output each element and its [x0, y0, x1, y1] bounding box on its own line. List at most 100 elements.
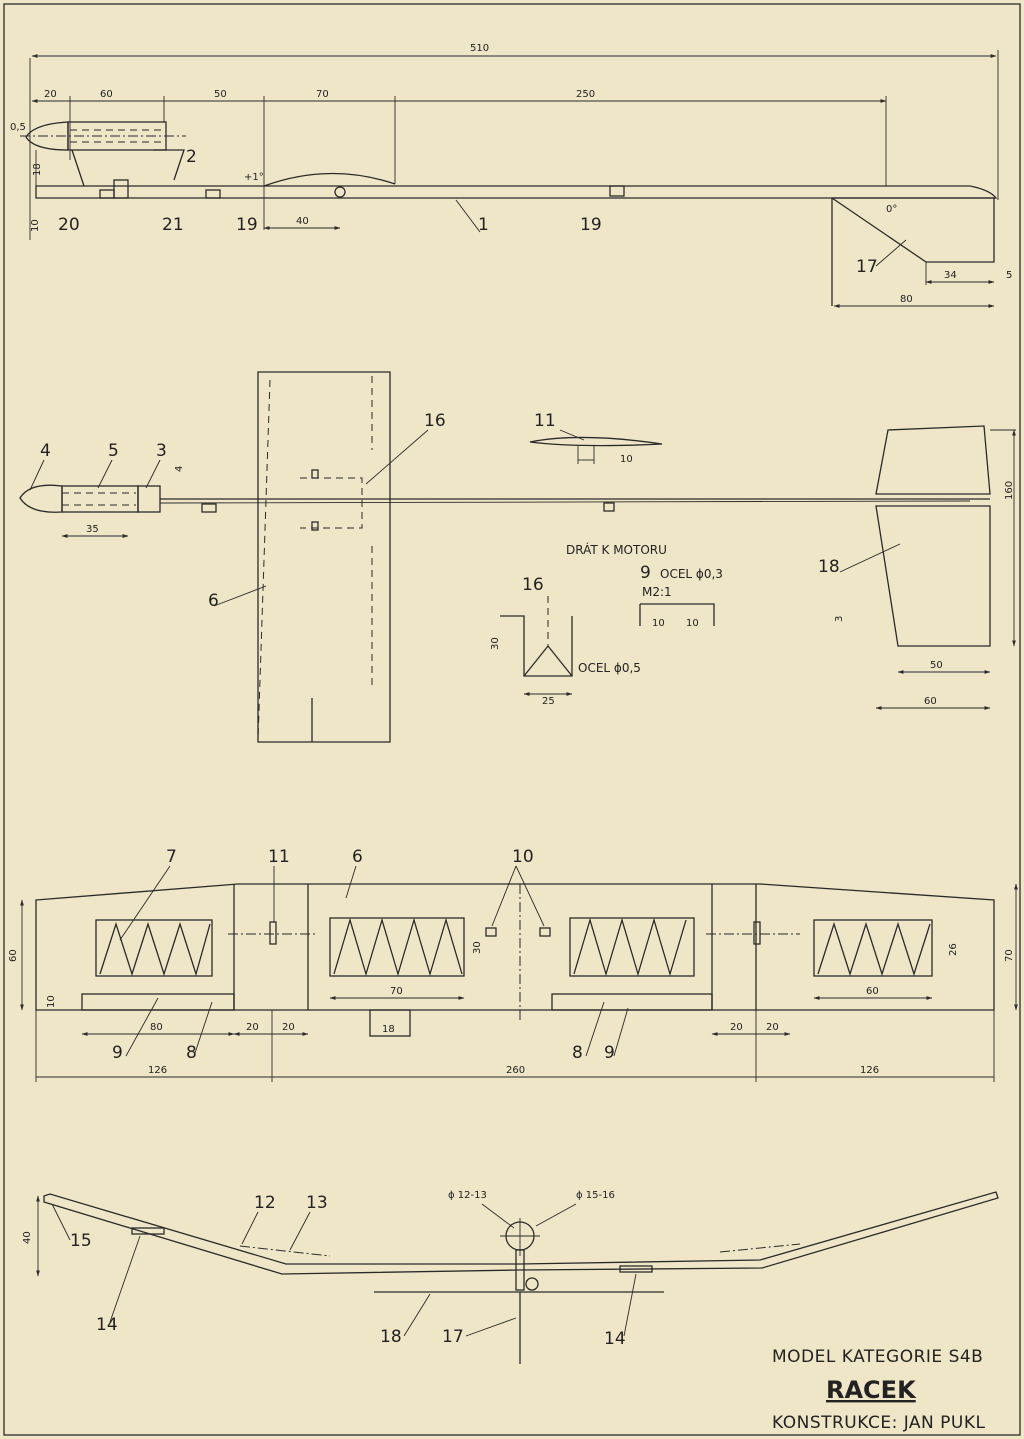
label-part-18-front: 18 — [380, 1327, 402, 1347]
note-wire-to-motor: DRÁT K MOTORU — [566, 542, 667, 557]
label-part-18-top: 18 — [818, 557, 840, 577]
label-part-8-left: 8 — [186, 1043, 197, 1063]
truss-bay-3 — [569, 917, 695, 977]
dim-20c: 20 — [730, 1022, 743, 1033]
dim-35: 35 — [86, 524, 99, 535]
block-19a — [205, 189, 221, 199]
dim-dia-15-16: ϕ 15-16 — [576, 1190, 615, 1201]
label-part-11-wing: 11 — [268, 847, 290, 867]
dim-dia-12-13: ϕ 12-13 — [448, 1190, 487, 1201]
title-block: MODEL KATEGORIE S4B RACEK KONSTRUKCE: JA… — [772, 1347, 986, 1433]
dim-50: 50 — [214, 89, 227, 100]
label-part-13: 13 — [306, 1193, 328, 1213]
side-view: 510 20 60 50 70 250 0,5 +1° 0° — [10, 43, 1012, 308]
block-21 — [113, 179, 129, 199]
dim-40: 40 — [296, 216, 309, 227]
label-part-9-detail: 9 — [640, 563, 651, 583]
dim-3: 3 — [834, 616, 845, 622]
dim-20a: 20 — [246, 1022, 259, 1033]
title-category: MODEL KATEGORIE S4B — [772, 1347, 983, 1367]
dim-10b: 10 — [686, 618, 699, 629]
label-part-9-right: 9 — [604, 1043, 615, 1063]
label-part-12: 12 — [254, 1193, 276, 1213]
dim-0-5: 0,5 — [10, 122, 26, 133]
fuselage-boom — [35, 185, 998, 199]
dim-60: 60 — [100, 89, 113, 100]
label-part-16-top: 16 — [424, 411, 446, 431]
label-part-15: 15 — [70, 1231, 92, 1251]
title-model-name: RACEK — [826, 1376, 917, 1404]
dim-60-bay: 60 — [866, 986, 879, 997]
label-part-5: 5 — [108, 441, 119, 461]
label-part-17-front: 17 — [442, 1327, 464, 1347]
note-scale: M2:1 — [642, 585, 672, 599]
dim-160: 160 — [1004, 481, 1015, 500]
dim-20: 20 — [44, 89, 57, 100]
vertical-fin — [831, 197, 995, 306]
dim-70-bay: 70 — [390, 986, 403, 997]
dim-4-top: 4 — [174, 466, 185, 472]
dim-26-bay: 26 — [948, 943, 959, 956]
label-part-6-wing: 6 — [352, 847, 363, 867]
wire-detail-16 — [500, 615, 573, 677]
dim-10a: 10 — [652, 618, 665, 629]
pylon — [71, 149, 185, 187]
dim-18: 18 — [32, 163, 43, 176]
label-part-14-right: 14 — [604, 1329, 626, 1349]
title-designer: KONSTRUKCE: JAN PUKL — [772, 1413, 986, 1433]
dim-20b: 20 — [282, 1022, 295, 1033]
label-part-14-left: 14 — [96, 1315, 118, 1335]
block-19b — [609, 185, 625, 197]
wing-hinge — [334, 186, 346, 198]
label-part-17-side: 17 — [856, 257, 878, 277]
pylon-front — [515, 1249, 525, 1291]
angle-tail: 0° — [886, 204, 897, 215]
dim-40-dihedral: 40 — [22, 1231, 33, 1244]
dim-25: 25 — [542, 696, 555, 707]
label-part-21: 21 — [162, 215, 184, 235]
label-part-1: 1 — [478, 215, 489, 235]
truss-bay-1 — [95, 919, 213, 977]
label-part-11-section: 11 — [534, 411, 556, 431]
dim-30: 30 — [490, 637, 501, 650]
dim-60-stab: 60 — [924, 696, 937, 707]
label-part-7: 7 — [166, 847, 177, 867]
spar-strip-right — [551, 993, 713, 1011]
front-view: 40 ϕ 12-13 ϕ 15-16 12 13 15 14 14 18 17 — [22, 1190, 999, 1364]
label-part-9-left: 9 — [112, 1043, 123, 1063]
note-steel-0-5: OCEL ϕ0,5 — [578, 661, 641, 675]
angle-wing: +1° — [244, 172, 264, 183]
dim-10-section: 10 — [620, 454, 633, 465]
label-part-4: 4 — [40, 441, 51, 461]
wing-panel-top — [257, 371, 391, 743]
dim-overall-length: 510 — [470, 43, 489, 54]
dim-80-spar: 80 — [150, 1022, 163, 1033]
truss-bay-2 — [329, 917, 465, 977]
label-part-10: 10 — [512, 847, 534, 867]
dim-34: 34 — [944, 270, 957, 281]
wing-profile-side — [263, 172, 396, 187]
label-part-19b: 19 — [580, 215, 602, 235]
dim-30-bay: 30 — [472, 941, 483, 954]
dim-20d: 20 — [766, 1022, 779, 1033]
dim-80-fin: 80 — [900, 294, 913, 305]
dim-10-wing: 10 — [46, 995, 57, 1008]
label-part-2: 2 — [186, 147, 197, 167]
nose-cone-top — [19, 484, 63, 513]
label-part-19a: 19 — [236, 215, 258, 235]
spar-strip-left — [81, 993, 235, 1011]
dim-126-right: 126 — [860, 1065, 879, 1076]
dim-60-chord: 60 — [8, 949, 19, 962]
dim-10-side: 10 — [30, 219, 41, 232]
wing-outline — [35, 883, 995, 1011]
label-part-6-top: 6 — [208, 591, 219, 611]
note-steel-0-3: OCEL ϕ0,3 — [660, 567, 723, 581]
label-part-3: 3 — [156, 441, 167, 461]
dim-50-stab: 50 — [930, 660, 943, 671]
root-block — [369, 1009, 411, 1037]
truss-bay-4 — [813, 919, 933, 977]
label-part-8-right: 8 — [572, 1043, 583, 1063]
label-part-16-detail: 16 — [522, 575, 544, 595]
dim-5: 5 — [1006, 270, 1012, 281]
